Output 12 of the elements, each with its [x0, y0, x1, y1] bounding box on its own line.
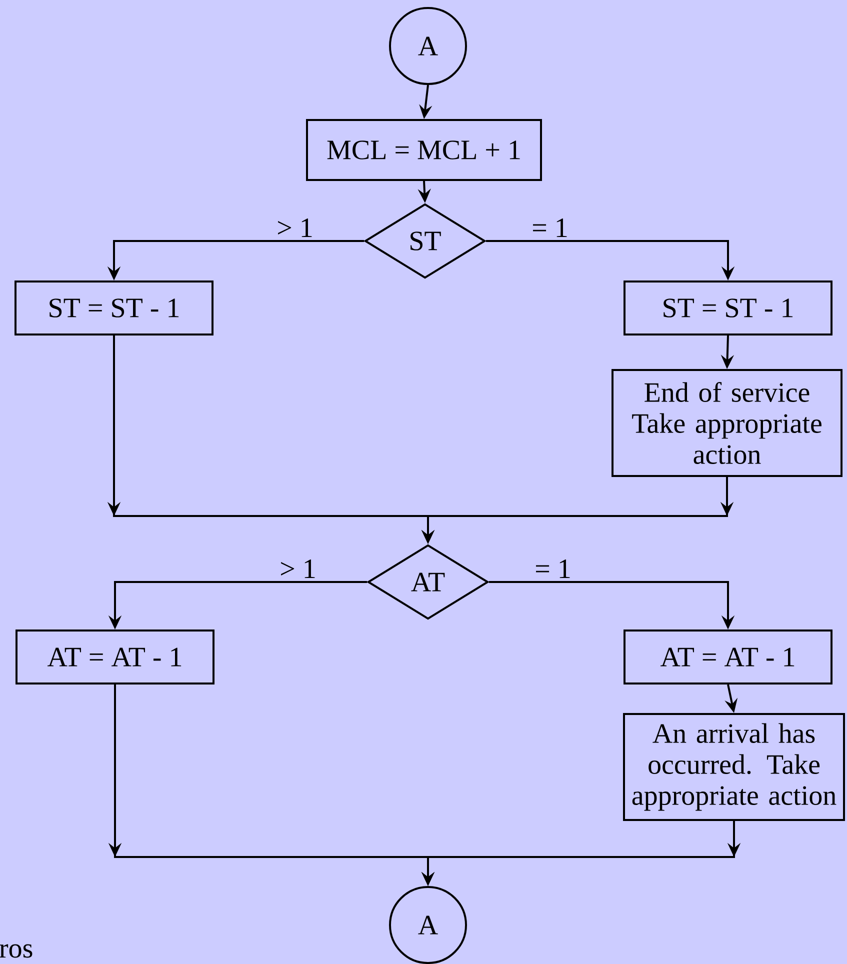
text-fragment: ros [0, 944, 32, 958]
process-box: End of service Take appropriate action [612, 369, 842, 477]
process-box: MCL = MCL + 1 [306, 119, 542, 181]
edge-label: > 1 [278, 218, 312, 237]
process-box: ST = ST - 1 [624, 280, 832, 336]
edge-label: = 1 [533, 218, 567, 237]
process-box: AT = AT - 1 [16, 630, 214, 684]
process-box: AT = AT - 1 [624, 630, 832, 684]
process-box: An arrival has occurred. Take appropriate action [623, 713, 845, 821]
edge-label: = 1 [536, 560, 570, 578]
edge-label: > 1 [281, 560, 315, 578]
process-box: ST = ST - 1 [14, 280, 214, 336]
